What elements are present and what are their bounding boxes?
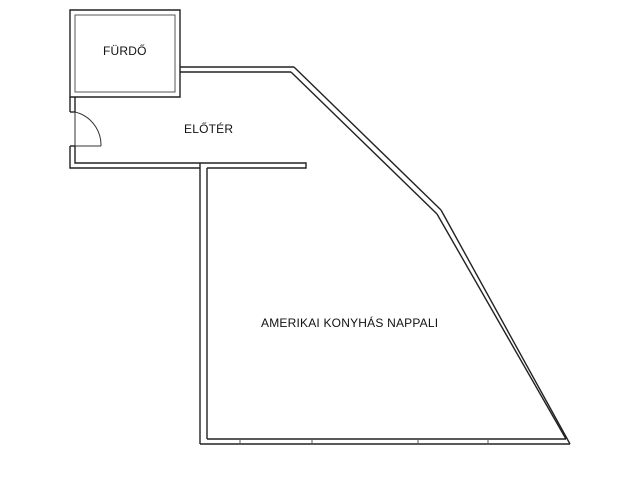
- bathroom-walls: [69, 9, 181, 98]
- top-wall: [180, 66, 294, 73]
- hall-partition: [200, 162, 307, 169]
- hall-label: ELŐTÉR: [184, 122, 234, 136]
- hall-walls: [69, 97, 200, 169]
- window-markers: [239, 439, 489, 444]
- entrance-door-icon: [74, 111, 102, 147]
- living-room-label: AMERIKAI KONYHÁS NAPPALI: [261, 316, 439, 330]
- bathroom-label: FÜRDŐ: [103, 44, 147, 58]
- living-room-walls: [199, 66, 571, 445]
